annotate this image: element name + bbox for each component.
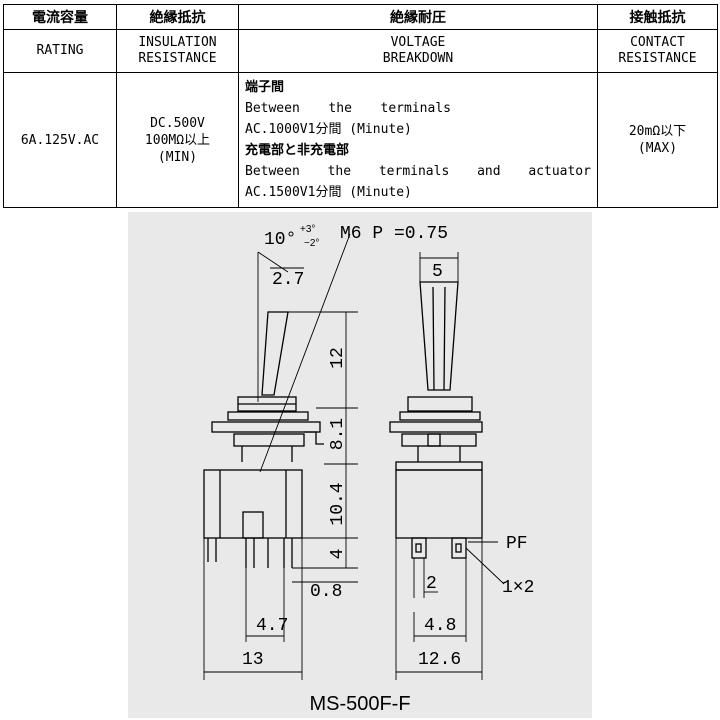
dim-angle-line (257, 251, 289, 273)
vb-label-live-parts: 充電部と非充電部 (245, 143, 350, 158)
header-insulation-en-line2: RESISTANCE (138, 51, 217, 66)
label-body-h: 10.4 (328, 482, 348, 525)
drawing-labels: 10° +3° −2° M6 P =0.75 2.7 12 8.1 10.4 4… (242, 224, 534, 715)
front-body-top (395, 461, 483, 471)
header-contact-en-line1: CONTACT (630, 35, 685, 50)
header-insulation-en-line1: INSULATION (138, 35, 217, 50)
header-row-jp: 電流容量 絶縁抵抗 絶縁耐圧 接触抵抗 (3, 4, 718, 30)
header-contact-jp: 接触抵抗 (597, 4, 718, 30)
insulation-line2: 100MΩ以上 (144, 132, 211, 148)
side-body (203, 469, 303, 539)
header-voltage-en-line2: BREAKDOWN (382, 51, 454, 66)
front-hole-l (415, 543, 422, 553)
label-term-len: 4 (328, 549, 348, 560)
vb-line3-w1: the (327, 164, 352, 179)
side-terminal-block (242, 511, 264, 539)
label-hole: 1×2 (502, 578, 534, 598)
header-insulation-en: INSULATION RESISTANCE (116, 29, 239, 73)
contact-line1: 20mΩ以下 (628, 124, 687, 139)
front-lever-line1 (432, 286, 435, 391)
front-hole-r (455, 543, 462, 553)
label-pf: PF (506, 534, 528, 554)
side-nut-washer (227, 411, 309, 421)
label-top-width: 5 (432, 262, 443, 282)
side-lock-tab (304, 431, 324, 445)
header-voltage-en-line1: VOLTAGE (390, 35, 446, 50)
label-term-thk: 0.8 (310, 582, 342, 602)
side-view (203, 311, 324, 568)
header-rating-en-line1: RATING (36, 43, 84, 58)
front-lever-line2 (443, 286, 446, 391)
label-bushing-len: 8.1 (328, 418, 348, 450)
front-nut-tab (427, 433, 441, 447)
front-view (389, 281, 483, 559)
rating-value: 6A.125V.AC (3, 72, 117, 208)
voltage-breakdown-value: 端子間 Between the terminals AC.1000V1分間 (M… (238, 72, 598, 208)
front-body (395, 469, 483, 539)
dim-thread-leader (259, 233, 351, 473)
label-tol-plus: +3° (300, 224, 315, 235)
vb-line3: Between the terminals and actuator (245, 161, 591, 182)
side-lock-plate (211, 421, 321, 433)
header-voltage-jp: 絶縁耐圧 (238, 4, 598, 30)
label-width-side: 13 (242, 650, 264, 670)
vb-line1-w1: the (328, 101, 352, 116)
model-label: MS-500F-F (309, 693, 410, 715)
vb-line1: Between the terminals (245, 98, 451, 119)
drawing-svg: 10° +3° −2° M6 P =0.75 2.7 12 8.1 10.4 4… (203, 224, 534, 715)
contact-value: 20mΩ以下 (MAX) (597, 72, 718, 208)
side-nut-lower (233, 433, 305, 447)
vb-line1-w0: Between (245, 101, 300, 116)
front-lever (419, 281, 459, 391)
front-nut-lower (401, 433, 477, 447)
side-dimensions (203, 233, 358, 680)
hole-leader (465, 547, 505, 585)
vb-line3-w4: actuator (528, 164, 591, 179)
vb-label-terminals: 端子間 (245, 80, 285, 95)
header-voltage-en: VOLTAGE BREAKDOWN (238, 29, 598, 73)
vb-line1-w2: terminals (380, 101, 451, 116)
dimension-drawing: 10° +3° −2° M6 P =0.75 2.7 12 8.1 10.4 4… (128, 212, 592, 718)
vb-line4: AC.1500V1分間 (Minute) (245, 185, 412, 200)
label-thread: M6 P =0.75 (340, 224, 448, 244)
vb-line3-w2: terminals (378, 164, 450, 179)
insulation-line1: DC.500V (150, 115, 205, 131)
vb-line3-w3: and (477, 164, 501, 179)
label-spacing-front: 4.8 (424, 616, 456, 636)
contact-line2: (MAX) (637, 141, 678, 156)
front-nut-upper (407, 396, 473, 412)
header-contact-en: CONTACT RESISTANCE (597, 29, 718, 73)
front-dimensions (395, 252, 505, 680)
side-lever (261, 311, 289, 396)
front-term-l (411, 537, 427, 559)
header-row-en: RATING INSULATION RESISTANCE VOLTAGE BRE… (3, 29, 718, 73)
label-lever-len: 12 (328, 347, 348, 369)
label-lever-width: 2.7 (272, 270, 304, 290)
header-contact-en-line2: RESISTANCE (618, 51, 697, 66)
header-rating-jp: 電流容量 (3, 4, 117, 30)
header-rating-en: RATING (3, 29, 117, 73)
label-width-front: 12.6 (418, 650, 461, 670)
label-pitch-side: 4.7 (256, 616, 288, 636)
vb-line3-w0: Between (245, 164, 300, 179)
vb-line2: AC.1000V1分間 (Minute) (245, 122, 412, 137)
insulation-line3: (MIN) (157, 149, 198, 165)
spec-table: 電流容量 絶縁抵抗 絶縁耐圧 接触抵抗 RATING INSULATION RE… (3, 4, 718, 208)
front-term-r (451, 537, 467, 559)
insulation-value: DC.500V 100MΩ以上 (MIN) (116, 72, 239, 208)
front-lock-plate (389, 421, 483, 433)
label-pitch-front: 2 (426, 574, 437, 594)
front-washer (399, 411, 481, 421)
label-tol-minus: −2° (304, 238, 319, 249)
spec-values-row: 6A.125V.AC DC.500V 100MΩ以上 (MIN) 端子間 Bet… (3, 72, 718, 208)
header-insulation-jp: 絶縁抵抗 (116, 4, 239, 30)
label-angle: 10° (264, 230, 296, 250)
